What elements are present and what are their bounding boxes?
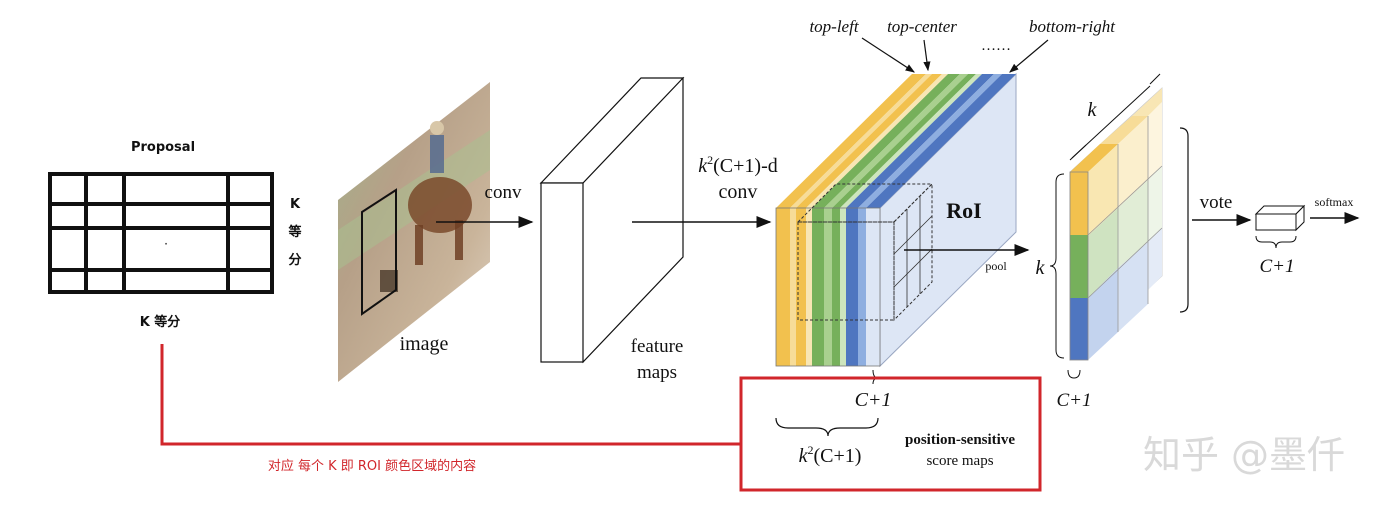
score-k2-label: k2(C+1) xyxy=(799,443,862,467)
feature-maps-label-line1: feature xyxy=(631,336,684,357)
score-map-cube: RoI pool top-left top-center …… bottom-r… xyxy=(775,17,1116,385)
proposal-side-label-deng: 等 xyxy=(287,224,301,240)
pooled-k-top: k xyxy=(1088,99,1098,121)
watermark: 知乎 @墨仟 xyxy=(1143,433,1345,477)
output-c-plus-1: C+1 xyxy=(1260,256,1295,277)
conv-arrow-1: conv xyxy=(436,182,534,228)
ps-sub: score maps xyxy=(926,453,993,469)
red-annotation: 对应 每个 K 即 ROI 颜色区域的内容 xyxy=(160,344,1042,492)
softmax-label: softmax xyxy=(1315,195,1354,209)
proposal-bottom-label: K 等分 xyxy=(140,314,181,330)
roi-label: RoI xyxy=(946,198,981,223)
top-center-label: top-center xyxy=(887,17,957,36)
input-image: image xyxy=(338,82,490,382)
cube-top-layers xyxy=(776,74,1016,208)
top-left-label: top-left xyxy=(809,17,859,36)
score-c-plus-1: C+1 xyxy=(855,389,892,411)
pooled-block: k k C+1 xyxy=(1036,73,1163,411)
feature-maps-label-line2: maps xyxy=(637,362,677,383)
score-box-contents: C+1 k2(C+1) position-sensitive score map… xyxy=(775,389,1015,469)
image-label: image xyxy=(400,333,449,355)
bottom-right-label: bottom-right xyxy=(1029,17,1116,36)
proposal-side-label-k: K xyxy=(290,197,301,212)
pool-label: pool xyxy=(985,259,1007,273)
proposal-grid: Proposal · K 等 分 K 等分 xyxy=(48,140,302,330)
conv2-label-line1: k2(C+1)-d xyxy=(698,153,778,177)
pooled-k-left: k xyxy=(1036,257,1046,279)
proposal-center-mark: · xyxy=(164,237,168,251)
proposal-title: Proposal xyxy=(131,140,195,155)
ps-title: position-sensitive xyxy=(905,432,1015,448)
conv2-label-line2: conv xyxy=(719,181,758,203)
annotation-text: 对应 每个 K 即 ROI 颜色区域的内容 xyxy=(268,458,476,474)
vote-and-output: vote C+1 softmax xyxy=(1179,127,1360,313)
feature-maps-block: feature maps xyxy=(539,76,685,383)
pooled-c-plus-1: C+1 xyxy=(1057,390,1092,411)
vote-label: vote xyxy=(1200,192,1233,213)
conv-arrow-2: k2(C+1)-d conv xyxy=(632,153,778,228)
dots-label: …… xyxy=(981,38,1011,54)
conv1-label: conv xyxy=(485,182,522,203)
cube-front-layers xyxy=(775,207,881,367)
proposal-side-label-fen: 分 xyxy=(288,252,301,268)
